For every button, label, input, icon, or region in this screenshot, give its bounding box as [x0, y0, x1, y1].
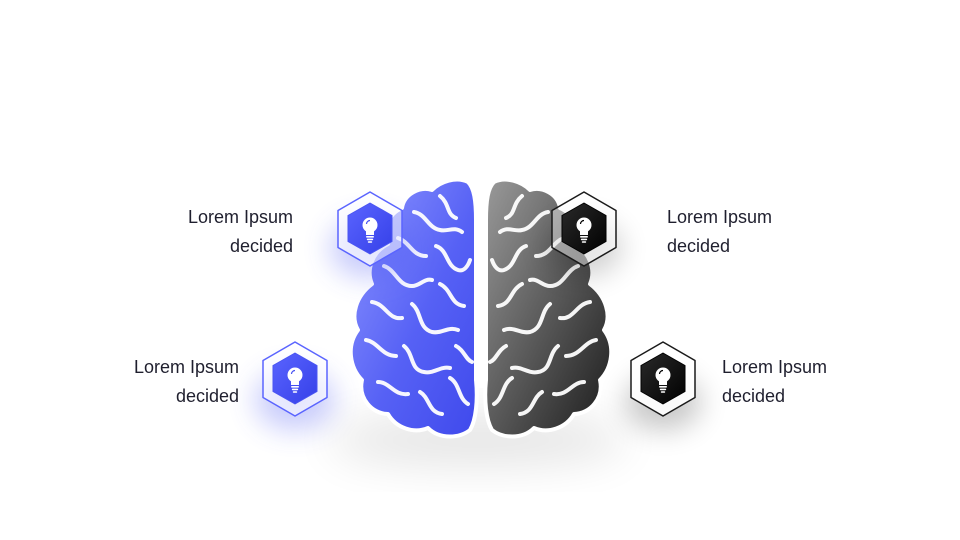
brain-left-icon — [348, 177, 479, 439]
hex-badge-top-right — [546, 191, 622, 276]
label-top-right-line1: Lorem Ipsum — [667, 207, 773, 227]
label-bottom-left: Lorem Ipsum decided — [96, 353, 239, 411]
brain-shadow — [328, 414, 628, 466]
label-top-left-line2: decided — [229, 236, 293, 256]
label-bottom-left-line2: decided — [175, 386, 239, 406]
label-top-left: Lorem Ipsum decided — [150, 203, 293, 261]
label-bottom-right-line2: decided — [722, 386, 786, 406]
label-top-right: Lorem Ipsum decided — [667, 203, 827, 261]
label-top-left-line1: Lorem Ipsum — [187, 207, 293, 227]
label-bottom-right: Lorem Ipsum decided — [722, 353, 882, 411]
lightbulb-icon — [576, 217, 592, 243]
hex-badge-bottom-left — [255, 341, 335, 430]
label-bottom-left-line1: Lorem Ipsum — [133, 357, 239, 377]
hex-badge-bottom-right — [625, 341, 701, 430]
label-top-right-line2: decided — [667, 236, 731, 256]
lightbulb-icon — [362, 217, 378, 243]
lightbulb-icon — [655, 367, 671, 393]
lightbulb-icon — [287, 367, 303, 393]
hex-badge-top-left — [330, 191, 410, 278]
label-bottom-right-line1: Lorem Ipsum — [722, 357, 828, 377]
